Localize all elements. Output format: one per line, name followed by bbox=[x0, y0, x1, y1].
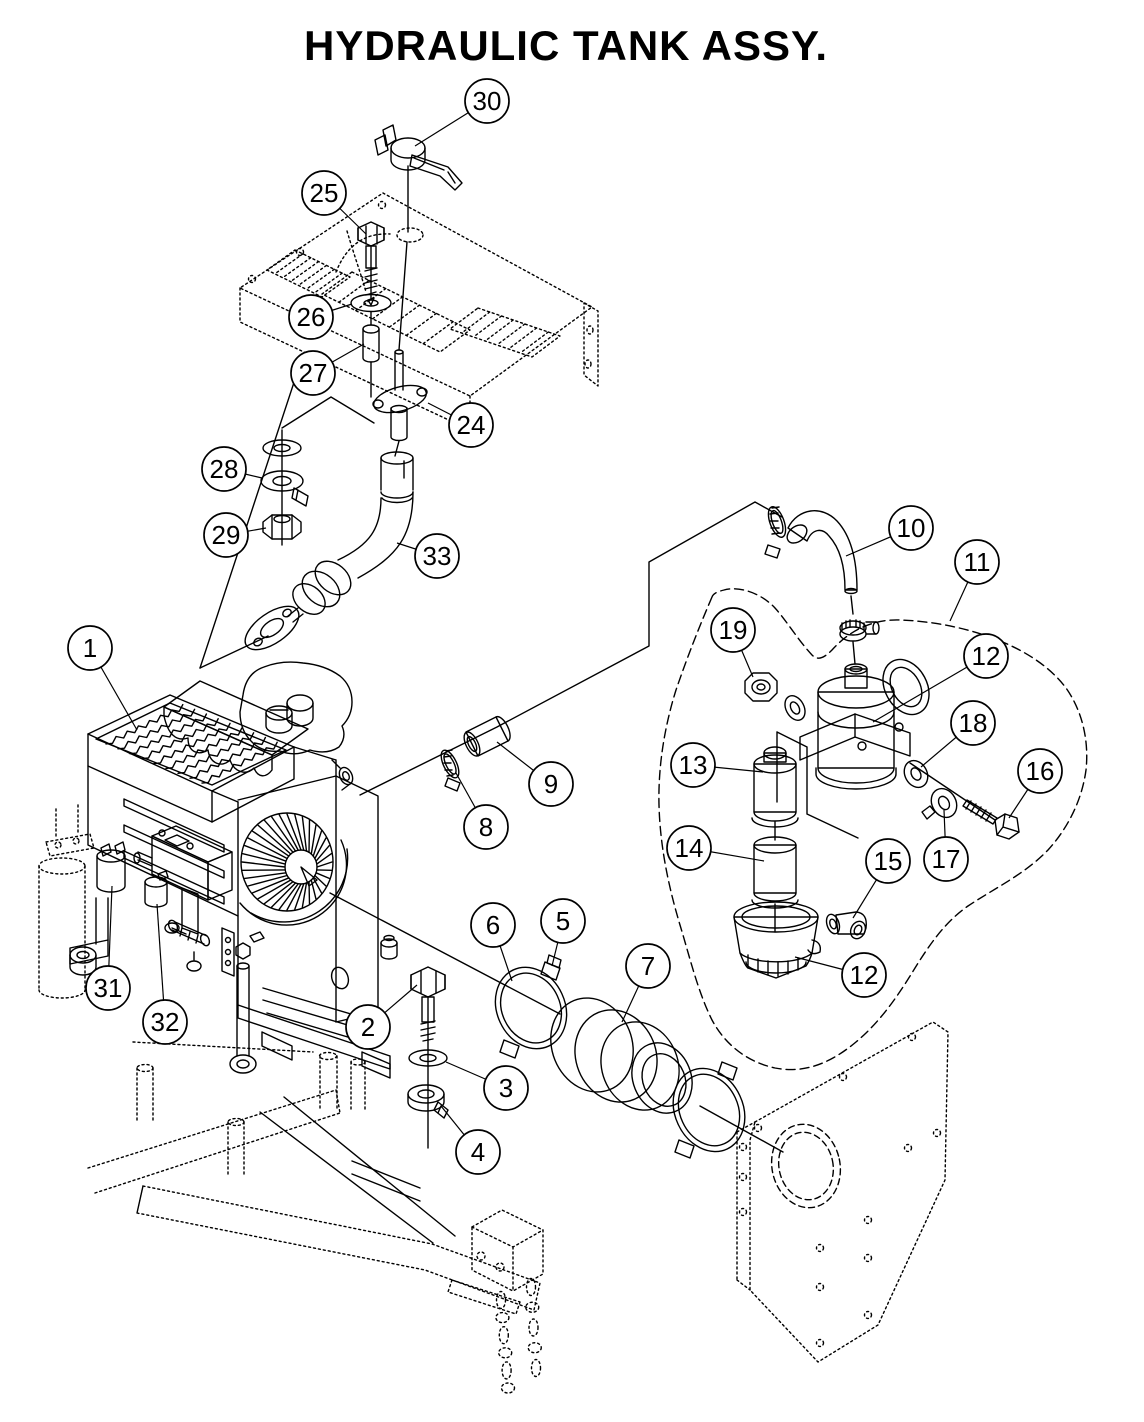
callout-number: 4 bbox=[471, 1137, 485, 1167]
callout-6: 6 bbox=[470, 902, 516, 982]
filter-housing-12 bbox=[799, 658, 930, 790]
callout-19: 19 bbox=[710, 607, 756, 678]
callout-9: 9 bbox=[496, 741, 574, 807]
elbow-fitting-15 bbox=[825, 911, 867, 940]
callout-32: 32 bbox=[142, 903, 188, 1045]
callout-number: 12 bbox=[972, 641, 1001, 671]
callout-number: 10 bbox=[897, 513, 926, 543]
callout-13: 13 bbox=[670, 742, 764, 788]
callout-29: 29 bbox=[203, 512, 267, 558]
callout-1: 1 bbox=[67, 625, 138, 731]
bolt-16-washers bbox=[903, 759, 1020, 840]
callout-number: 1 bbox=[83, 633, 97, 663]
phantom-panel bbox=[736, 1021, 949, 1363]
callout-number: 13 bbox=[679, 750, 708, 780]
callout-12: 12 bbox=[794, 952, 887, 998]
suction-tube bbox=[244, 451, 414, 651]
callout-4: 4 bbox=[440, 1105, 501, 1175]
callout-26: 26 bbox=[288, 294, 353, 340]
mount-31 bbox=[96, 841, 126, 893]
callout-number: 24 bbox=[457, 410, 486, 440]
callout-18: 18 bbox=[920, 700, 996, 768]
callout-27: 27 bbox=[290, 343, 365, 396]
bellows-and-rings bbox=[494, 954, 746, 1159]
callout-11: 11 bbox=[949, 539, 1000, 622]
callout-10: 10 bbox=[845, 505, 934, 557]
tank-assembly bbox=[69, 661, 398, 1079]
callout-number: 19 bbox=[719, 615, 748, 645]
callout-number: 18 bbox=[959, 708, 988, 738]
callout-5: 5 bbox=[540, 898, 586, 967]
breather-hose-10 bbox=[764, 506, 880, 642]
mount-32 bbox=[144, 870, 169, 908]
callout-number: 32 bbox=[151, 1007, 180, 1037]
callout-number: 30 bbox=[473, 86, 502, 116]
callout-24: 24 bbox=[427, 402, 494, 448]
filter-assembly-boundary bbox=[658, 588, 1088, 1071]
callout-number: 25 bbox=[310, 178, 339, 208]
callout-number: 5 bbox=[556, 906, 570, 936]
callout-number: 11 bbox=[964, 547, 991, 577]
filter-bowl-12 bbox=[733, 901, 822, 979]
callout-number: 2 bbox=[361, 1012, 375, 1042]
callout-number: 15 bbox=[874, 846, 903, 876]
callout-number: 27 bbox=[299, 358, 328, 388]
callout-number: 12 bbox=[850, 960, 879, 990]
callout-number: 33 bbox=[423, 541, 452, 571]
callout-number: 14 bbox=[675, 833, 704, 863]
callout-16: 16 bbox=[1008, 748, 1063, 819]
callout-number: 17 bbox=[932, 844, 961, 874]
cover-plate bbox=[239, 192, 599, 431]
nut-19 bbox=[744, 672, 806, 721]
callout-number: 6 bbox=[486, 910, 500, 940]
callout-25: 25 bbox=[301, 170, 367, 235]
bolt-25-stack bbox=[346, 221, 392, 363]
callout-14: 14 bbox=[666, 825, 765, 871]
washer-nut-stack bbox=[260, 439, 309, 540]
callout-3: 3 bbox=[445, 1061, 529, 1111]
callout-30: 30 bbox=[414, 78, 510, 147]
callout-31: 31 bbox=[85, 885, 131, 1011]
filter-elements bbox=[751, 731, 859, 909]
callout-number: 9 bbox=[544, 769, 558, 799]
callout-number: 7 bbox=[641, 951, 655, 981]
callout-33: 33 bbox=[396, 533, 460, 579]
callout-17: 17 bbox=[923, 809, 969, 882]
callout-number: 3 bbox=[499, 1073, 513, 1103]
callout-number: 29 bbox=[212, 520, 241, 550]
callout-number: 8 bbox=[479, 812, 493, 842]
generated-detail-layer bbox=[105, 249, 942, 1394]
callout-number: 16 bbox=[1026, 756, 1055, 786]
phantom-frame bbox=[87, 1041, 544, 1315]
callout-number: 31 bbox=[94, 973, 123, 1003]
hose-clamp-8 bbox=[440, 749, 461, 792]
diagram-line-art bbox=[38, 124, 1088, 1363]
callout-12: 12 bbox=[872, 633, 1009, 723]
phantom-canister bbox=[38, 801, 95, 999]
callout-15: 15 bbox=[852, 838, 911, 919]
bolt-2-stack bbox=[407, 966, 449, 1119]
callout-number: 26 bbox=[297, 302, 326, 332]
callout-8: 8 bbox=[455, 772, 509, 850]
hose-sleeve-9 bbox=[463, 715, 511, 757]
connector-lines bbox=[199, 165, 996, 1153]
callout-2: 2 bbox=[345, 984, 418, 1050]
callout-28: 28 bbox=[201, 446, 263, 492]
callout-7: 7 bbox=[621, 943, 671, 1023]
callout-number: 28 bbox=[210, 454, 239, 484]
filler-cap bbox=[374, 124, 463, 191]
diagram-title: HYDRAULIC TANK ASSY. bbox=[304, 22, 828, 69]
dipstick-flange bbox=[372, 349, 428, 442]
